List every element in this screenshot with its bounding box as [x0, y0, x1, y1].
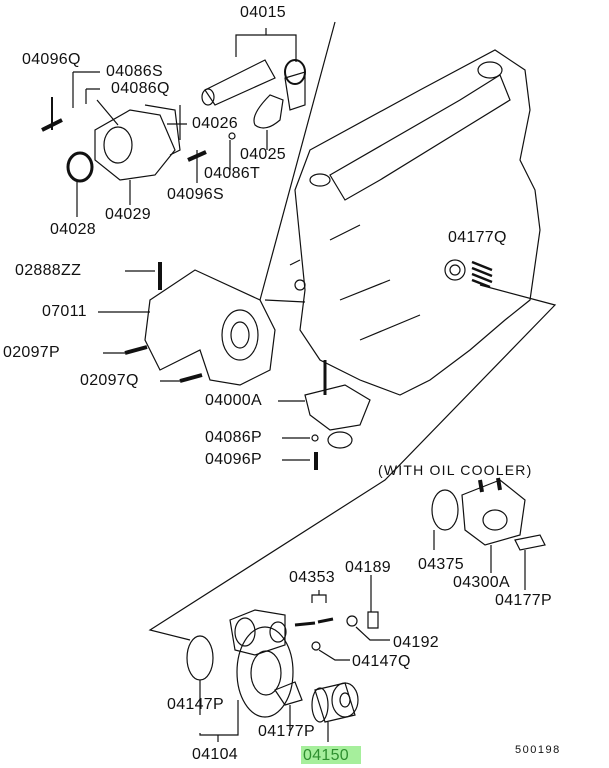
part-label-04028[interactable]: 04028 [50, 221, 96, 238]
part-label-04147P[interactable]: 04147P [167, 696, 224, 713]
part-label-04000A[interactable]: 04000A [205, 392, 262, 409]
part-label-04096S[interactable]: 04096S [167, 186, 224, 203]
oil-cooler-note: (WITH OIL COOLER) [378, 462, 533, 478]
filter-housing-04104 [229, 609, 294, 718]
part-label-04192[interactable]: 04192 [393, 634, 439, 651]
engine-block [289, 49, 541, 396]
part-label-04104[interactable]: 04104 [192, 746, 238, 763]
part-label-04189[interactable]: 04189 [345, 559, 391, 576]
part-label-04026[interactable]: 04026 [192, 115, 238, 132]
part-label-02097P[interactable]: 02097P [3, 344, 60, 361]
part-label-04086T[interactable]: 04086T [204, 165, 261, 182]
oil-cooler-04300A [431, 477, 546, 551]
part-label-04150-highlighted[interactable]: 04150 [301, 746, 361, 764]
part-label-02888ZZ[interactable]: 02888ZZ [15, 262, 82, 279]
part-label-04177P[interactable]: 04177P [495, 592, 552, 609]
part-label-04029[interactable]: 04029 [105, 206, 151, 223]
part-label-04177P-fitting[interactable]: 04177P [258, 723, 315, 740]
part-label-04086Q[interactable]: 04086Q [111, 80, 170, 97]
part-label-04096Q[interactable]: 04096Q [22, 51, 81, 68]
part-label-04015[interactable]: 04015 [240, 4, 286, 21]
part-label-04147Q[interactable]: 04147Q [352, 653, 411, 670]
oil-filter-04150 [311, 682, 359, 723]
part-label-04300A[interactable]: 04300A [453, 574, 510, 591]
housing-04029 [66, 104, 181, 183]
part-label-04353[interactable]: 04353 [289, 569, 335, 586]
part-label-04375[interactable]: 04375 [418, 556, 464, 573]
part-label-07011[interactable]: 07011 [42, 303, 87, 320]
figure-id: 500198 [515, 744, 561, 756]
oil-pump-04000A [304, 360, 371, 449]
part-label-04096P[interactable]: 04096P [205, 451, 262, 468]
shaft-04015 [201, 59, 306, 111]
cover-07011 [144, 269, 276, 386]
part-label-02097Q[interactable]: 02097Q [80, 372, 139, 389]
part-label-04177Q[interactable]: 04177Q [448, 229, 507, 246]
part-label-04086S[interactable]: 04086S [106, 63, 163, 80]
part-label-04086P[interactable]: 04086P [205, 429, 262, 446]
part-label-04025[interactable]: 04025 [240, 146, 286, 163]
